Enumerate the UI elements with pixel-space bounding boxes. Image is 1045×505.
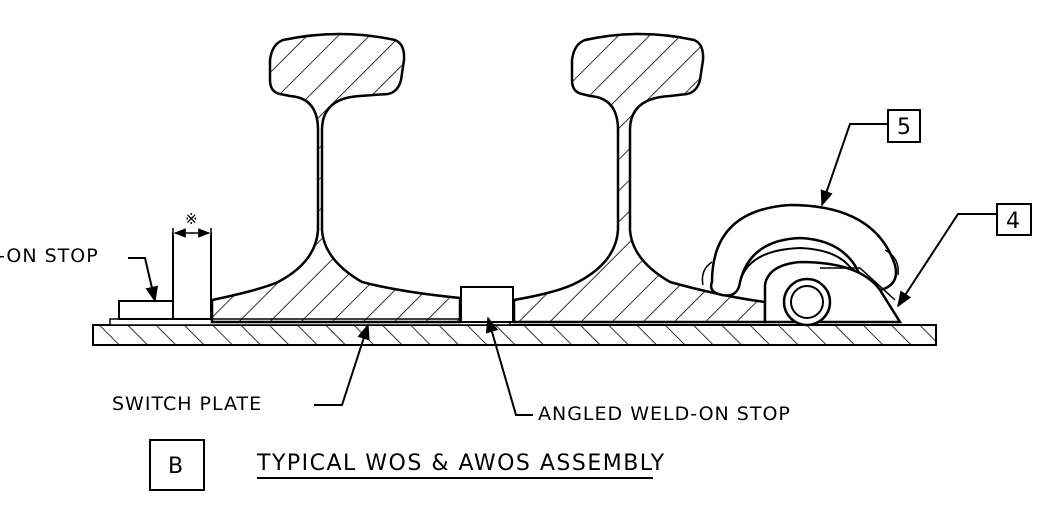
view-letter: B	[168, 454, 185, 479]
callout-5-text: 5	[897, 115, 911, 140]
left-rail	[210, 32, 462, 324]
callout-4-box	[996, 203, 1032, 236]
dimension-block	[172, 232, 212, 320]
dimension-mark: ※	[185, 210, 198, 228]
angled-weld-on-stop-label: ANGLED WELD-ON STOP	[538, 403, 791, 425]
angled-weld-on-stop-block	[460, 286, 514, 323]
weld-on-stop-label: -ON STOP	[0, 245, 99, 267]
callout-5-box	[887, 109, 921, 143]
rail-clip-assembly	[701, 203, 903, 327]
view-letter-box	[149, 439, 205, 491]
view-title: TYPICAL WOS & AWOS ASSEMBLY	[256, 451, 666, 476]
weld-on-stop-block	[118, 300, 174, 320]
callout-4-text: 4	[1006, 209, 1020, 234]
switch-plate-label: SWITCH PLATE	[112, 393, 262, 415]
